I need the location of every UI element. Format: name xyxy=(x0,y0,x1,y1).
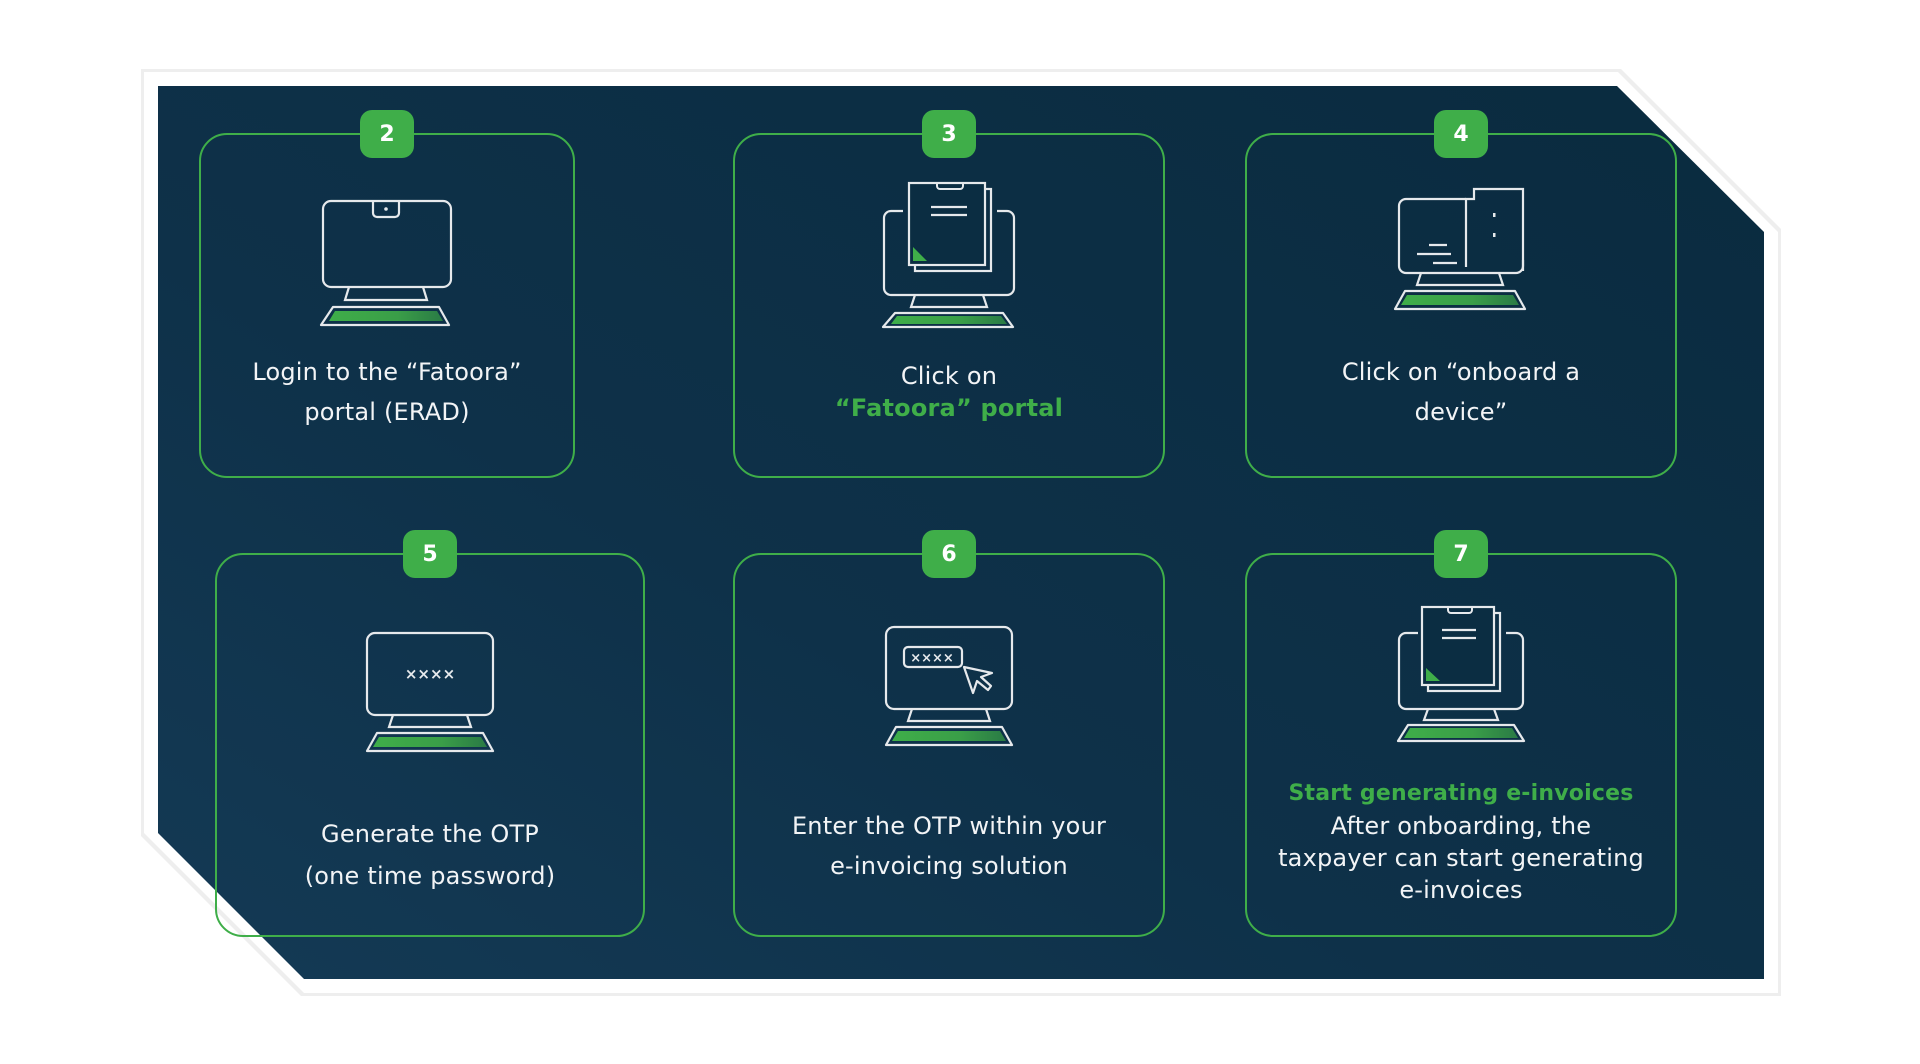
step-card-2: 2 Login to the “Fatoora” portal (ERAD) xyxy=(199,110,575,478)
step-card-7: 7 Start generating e-invoices After onbo… xyxy=(1245,530,1677,937)
step-text-line: Click on “onboard a xyxy=(1341,358,1581,386)
step-number-badge: 4 xyxy=(1434,110,1488,158)
step-text-line: Generate the OTP xyxy=(321,820,539,848)
monitor-document-icon xyxy=(1396,605,1526,743)
step-text-highlight: “Fatoora” portal xyxy=(834,394,1064,422)
monitor-otp-entry-icon: ×××× xyxy=(884,625,1014,747)
monitor-webcam-icon xyxy=(319,199,453,327)
step-text-line: portal (ERAD) xyxy=(304,398,470,426)
step-text-line: Login to the “Fatoora” xyxy=(252,358,522,386)
monitor-otp-icon: ×××× xyxy=(365,631,495,753)
step-text-line: device” xyxy=(1414,398,1508,426)
step-text-highlight: Start generating e-invoices xyxy=(1288,781,1634,806)
step-card-3: 3 Click on “Fatoora” portal xyxy=(733,110,1165,478)
monitor-document-icon xyxy=(881,181,1016,329)
step-card-4: 4 Click on “onboard a device” xyxy=(1245,110,1677,478)
step-card-6: 6 ×××× Enter the OTP within your e-invoi… xyxy=(733,530,1165,937)
step-text-line: After onboarding, the xyxy=(1330,812,1592,840)
cursor-arrow-icon xyxy=(962,665,994,695)
step-number-badge: 5 xyxy=(403,530,457,578)
step-text-line: e-invoices xyxy=(1399,876,1523,904)
step-text-line: taxpayer can start generating xyxy=(1278,844,1644,872)
step-number-badge: 7 xyxy=(1434,530,1488,578)
step-number-badge: 6 xyxy=(922,530,976,578)
step-card-5: 5 ×××× Generate the OTP (one time passwo… xyxy=(215,530,645,937)
monitor-onboard-device-icon xyxy=(1393,187,1527,311)
step-text-line: (one time password) xyxy=(304,862,556,890)
step-number-badge: 3 xyxy=(922,110,976,158)
step-text-line: e-invoicing solution xyxy=(830,852,1068,880)
step-text-line: Enter the OTP within your xyxy=(791,812,1107,840)
step-text-line: Click on xyxy=(900,362,998,390)
otp-mask-text: ×××× xyxy=(910,651,954,666)
step-number-badge: 2 xyxy=(360,110,414,158)
otp-mask-text: ×××× xyxy=(405,665,455,683)
